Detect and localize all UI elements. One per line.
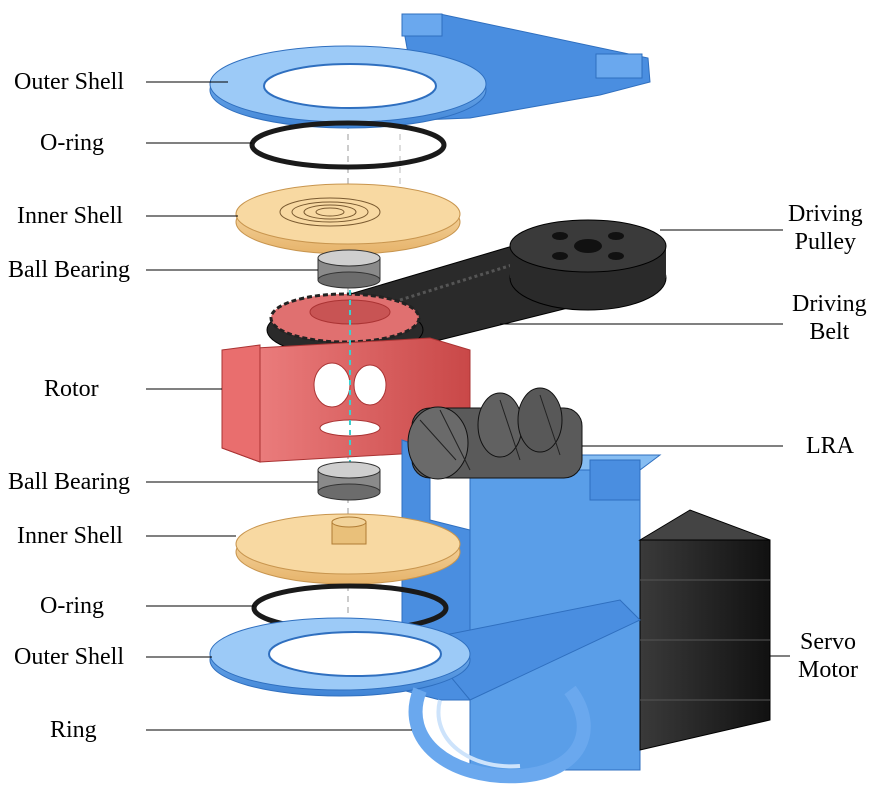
driving-pulley — [509, 219, 667, 311]
bottom-inner-shell — [235, 513, 461, 585]
label-ring: Ring — [50, 717, 97, 743]
label-lra-line1: LRA — [806, 433, 854, 459]
label-ball-bearing-bottom: Ball Bearing — [8, 469, 130, 495]
top-o-ring — [249, 120, 447, 170]
ring-band — [408, 685, 591, 784]
label-servo-motor-line2: Motor — [798, 657, 858, 683]
top-inner-shell — [235, 183, 461, 255]
label-inner-shell-bottom: Inner Shell — [17, 523, 123, 549]
label-driving-pulley-line1: Driving — [788, 201, 863, 227]
label-servo-motor-line1: Servo — [800, 629, 856, 655]
label-driving-pulley: Driving Pulley — [788, 200, 863, 256]
label-driving-pulley-line2: Pulley — [794, 229, 856, 255]
label-driving-belt-line2: Belt — [809, 319, 850, 345]
leader-lines-right — [500, 229, 790, 657]
servo-motor — [638, 509, 771, 751]
bottom-outer-shell — [209, 599, 641, 701]
label-driving-belt: Driving Belt — [792, 290, 867, 346]
bottom-ball-bearing — [317, 461, 381, 501]
label-servo-motor: Servo Motor — [798, 628, 858, 684]
label-ball-bearing-top: Ball Bearing — [8, 257, 130, 283]
label-o-ring-bottom: O-ring — [40, 593, 104, 619]
label-outer-shell-bottom: Outer Shell — [14, 644, 124, 670]
top-outer-shell — [209, 13, 651, 129]
label-outer-shell-top: Outer Shell — [14, 69, 124, 95]
label-driving-belt-line1: Driving — [792, 291, 867, 317]
label-o-ring-top: O-ring — [40, 130, 104, 156]
label-inner-shell-top: Inner Shell — [17, 203, 123, 229]
rotor — [221, 290, 471, 470]
label-rotor: Rotor — [44, 376, 99, 402]
leader-lines-left — [146, 81, 412, 731]
lra-actuator — [407, 387, 583, 480]
label-lra: LRA — [806, 432, 854, 460]
top-ball-bearing — [317, 249, 381, 289]
